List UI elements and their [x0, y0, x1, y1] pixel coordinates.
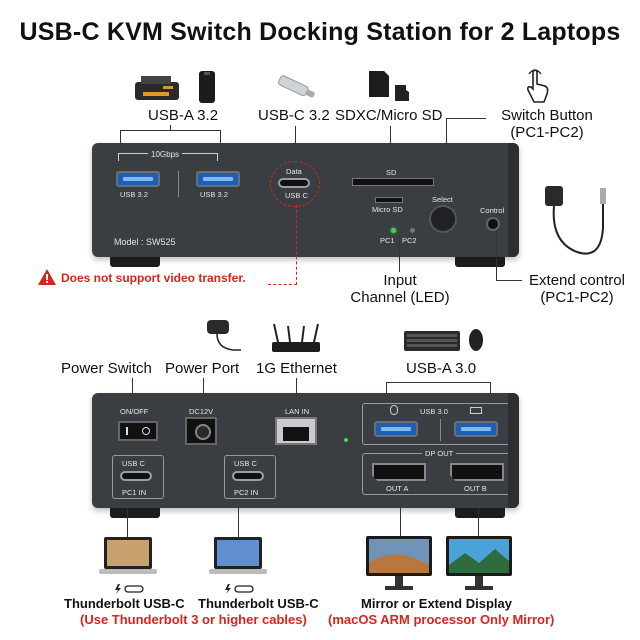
- micro-sd-icon: [394, 84, 410, 102]
- thunderbolt-1-label: Thunderbolt USB-C: [64, 596, 185, 611]
- usb-a-port-1[interactable]: [116, 171, 160, 187]
- laptop-1-icon: [98, 535, 158, 579]
- power-switch[interactable]: [118, 421, 158, 441]
- thunderbolt-1-icon: [113, 582, 145, 594]
- pc1-usb-c-port[interactable]: [120, 471, 152, 481]
- input-channel-label: Input Channel (LED): [350, 272, 450, 306]
- dp-port-a[interactable]: [372, 463, 426, 481]
- power-adapter-icon: [197, 318, 243, 354]
- dp-port-b[interactable]: [450, 463, 504, 481]
- usb-c-data-port[interactable]: [278, 178, 310, 188]
- select-button[interactable]: [429, 205, 457, 233]
- display-label: Mirror or Extend Display: [361, 596, 512, 611]
- usb-a-port-2[interactable]: [196, 171, 240, 187]
- power-port-label: Power Port: [165, 360, 240, 377]
- speed-label: 10Gbps: [148, 150, 183, 159]
- usb-30-port-1[interactable]: [374, 421, 418, 437]
- mouse-icon: [468, 328, 484, 352]
- model-label: Model : SW525: [114, 237, 176, 247]
- pc1-led: [391, 228, 396, 233]
- pc2-usb-c-port[interactable]: [232, 471, 264, 481]
- warning-icon: [37, 268, 57, 286]
- warning-text: Does not support video transfer.: [61, 271, 246, 285]
- micro-sd-slot[interactable]: [375, 197, 403, 203]
- keyboard-glyph-icon: [470, 407, 482, 414]
- usb-a-32-label: USB-A 3.2: [148, 107, 219, 124]
- usb-c-data-highlight: [270, 161, 320, 207]
- dc-power-port[interactable]: [185, 417, 217, 445]
- usb-c-drive-icon: [274, 72, 318, 102]
- sdxc-label: SDXC/Micro SD: [335, 107, 443, 124]
- control-jack[interactable]: [486, 217, 500, 231]
- sd-card-icon: [368, 70, 390, 98]
- display-note: (macOS ARM processor Only Mirror): [328, 612, 555, 627]
- thunderbolt-cable-note: (Use Thunderbolt 3 or higher cables): [80, 612, 307, 627]
- power-switch-label: Power Switch: [61, 360, 152, 377]
- hand-pointer-icon: [525, 68, 551, 104]
- lan-port[interactable]: [275, 417, 317, 445]
- hard-drive-icon: [198, 70, 216, 104]
- switch-button-label: Switch Button (PC1-PC2): [501, 107, 593, 141]
- extend-control-icon: [537, 182, 617, 266]
- extend-control-label: Extend control (PC1-PC2): [529, 272, 625, 306]
- router-icon: [268, 322, 324, 354]
- monitor-a-icon: [365, 535, 433, 591]
- laptop-2-icon: [208, 535, 268, 579]
- sd-slot[interactable]: [352, 178, 434, 186]
- page-title: USB-C KVM Switch Docking Station for 2 L…: [19, 18, 621, 46]
- mouse-glyph-icon: [390, 405, 398, 415]
- monitor-b-icon: [445, 535, 513, 591]
- kvm-front-panel: 10Gbps USB 3.2 USB 3.2 Data USB C SD Mic…: [92, 143, 519, 257]
- thunderbolt-2-label: Thunderbolt USB-C: [198, 596, 319, 611]
- pc2-led: [410, 228, 415, 233]
- printer-icon: [133, 74, 181, 104]
- keyboard-icon: [403, 330, 461, 352]
- usb-30-port-2[interactable]: [454, 421, 498, 437]
- usb-c-32-label: USB-C 3.2: [258, 107, 330, 124]
- ethernet-label: 1G Ethernet: [256, 360, 337, 377]
- usb-a-30-label: USB-A 3.0: [406, 360, 477, 377]
- lan-led: [344, 438, 348, 442]
- kvm-rear-panel: ON/OFF DC12V LAN IN USB 3.0 DP OUT OUT A…: [92, 393, 519, 508]
- thunderbolt-2-icon: [223, 582, 255, 594]
